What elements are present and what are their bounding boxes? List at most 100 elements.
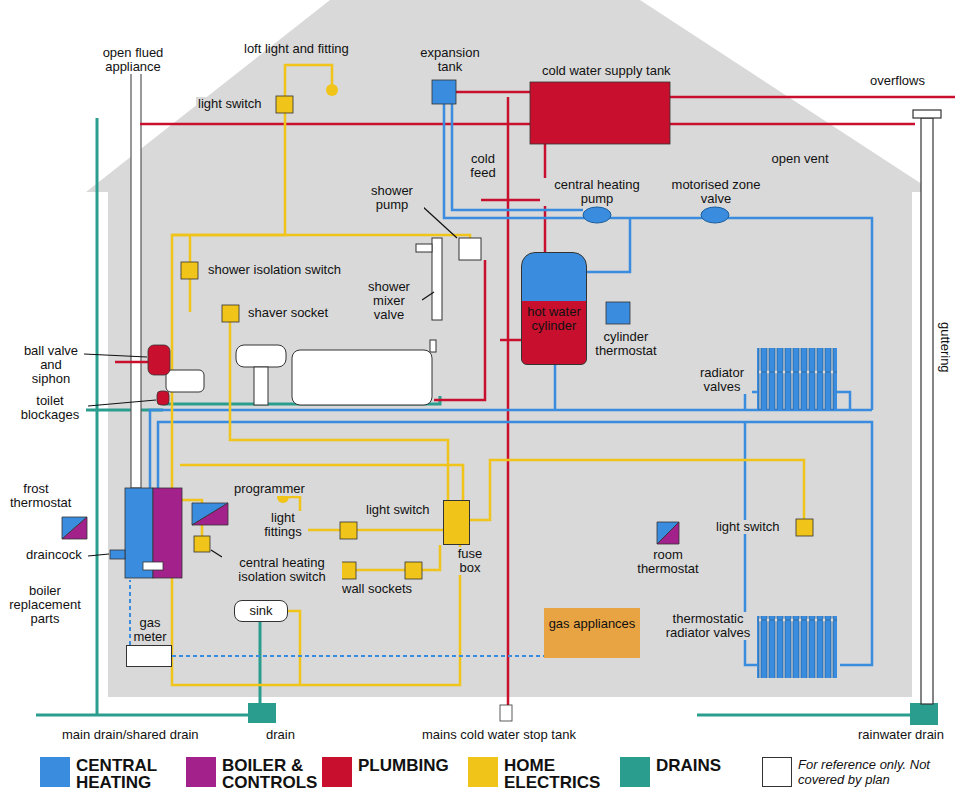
part-label: thermostatic radiator valves (660, 612, 756, 640)
bathroom-fixture (254, 367, 268, 405)
leader-line (422, 206, 457, 238)
plumbing-pipe (115, 92, 955, 705)
part-label: shower pump (360, 184, 424, 212)
plumbing-pipe (115, 361, 148, 364)
drain-box (910, 703, 938, 725)
control-unit (192, 503, 228, 525)
electric-wire (180, 465, 463, 500)
legend-text: For reference only. Not covered by plan (798, 757, 954, 787)
boiler (110, 550, 125, 559)
electric-switch (181, 262, 198, 279)
bathroom-fixture (236, 345, 286, 367)
part-label: draincock (24, 548, 84, 562)
leader-line (211, 550, 222, 557)
node-label: sink (235, 604, 287, 618)
electric-switch (222, 305, 239, 322)
part-label: light fittings (258, 511, 308, 539)
bathroom-fixture (432, 238, 442, 320)
toilet-valve (157, 391, 169, 405)
legend-swatch (620, 757, 650, 787)
control-unit (606, 302, 630, 324)
node-label: hot water cylinder (522, 305, 586, 333)
legend-swatch (186, 757, 216, 787)
node-label: gas appliances (544, 617, 640, 631)
legend-item: CENTRAL HEATING (40, 757, 174, 791)
electric-wire (189, 235, 192, 262)
part-label: expansion tank (412, 46, 488, 74)
leader-line (84, 206, 457, 557)
drain-box (248, 703, 276, 723)
plumbing-pipe (456, 91, 530, 94)
electric-wire (356, 569, 405, 572)
part-label: mains cold water stop tank (420, 728, 578, 742)
tank (432, 80, 670, 721)
control-unit (62, 517, 87, 539)
legend-text: CENTRAL HEATING (76, 757, 174, 791)
part-label: toilet blockages (14, 394, 86, 422)
drain-pipe (36, 118, 930, 715)
control-unit (192, 503, 228, 525)
legend-swatch (468, 757, 498, 787)
hot-water-cylinder: hot water cylinder (521, 252, 587, 365)
tank (500, 705, 512, 721)
drain-box (248, 703, 938, 725)
electric-switch (796, 519, 813, 536)
part-label: guttering (938, 320, 952, 375)
part-label: drain (264, 728, 297, 742)
node-label: fuse box (452, 547, 488, 575)
legend-swatch (762, 757, 792, 787)
drain-pipe (36, 714, 262, 717)
drain-pipe (259, 622, 262, 703)
gutter-downpipe (921, 118, 933, 704)
part-label: loft light and fitting (242, 42, 351, 56)
electric-wire (172, 235, 470, 238)
leader-line (88, 554, 109, 556)
part-label: light switch (196, 97, 264, 111)
toilet-valve (148, 345, 170, 405)
radiator (757, 616, 837, 678)
house-ground (86, 0, 934, 697)
fuse-box: fuse box (443, 500, 470, 545)
part-label: cold feed (461, 152, 505, 180)
gas-appliances-box: gas appliances (544, 608, 640, 658)
legend-item: PLUMBING (322, 757, 468, 787)
electric-switch (276, 96, 293, 113)
gas-supply-line (129, 580, 131, 645)
bathroom-fixture (459, 238, 481, 260)
part-label: central heating pump (540, 178, 654, 206)
legend-item: For reference only. Not covered by plan (762, 757, 954, 787)
legend-text: DRAINS (656, 757, 756, 774)
electric-wire (230, 322, 448, 500)
leader-line (88, 400, 156, 406)
control-unit (657, 522, 679, 544)
boiler (110, 488, 182, 578)
part-label: ball valve and siphon (18, 344, 84, 386)
plumbing-pipe (670, 96, 955, 99)
legend-item: DRAINS (620, 757, 756, 787)
heating-pipe (150, 104, 872, 665)
flue-pipe (131, 68, 141, 488)
plumbing-pipe (481, 199, 545, 202)
electric-wire (172, 113, 460, 685)
radiator (757, 348, 837, 678)
electric-switch (181, 96, 813, 579)
sink-box: sink (234, 600, 288, 622)
drain-pipe (96, 118, 99, 715)
plumbing-pipe (500, 339, 523, 342)
heating-pump (701, 207, 729, 223)
gas-supply-line (172, 655, 544, 657)
electric-switch (194, 536, 210, 552)
part-label: room thermostat (622, 548, 714, 576)
electric-switch (405, 562, 422, 579)
bathroom-fixture (416, 244, 432, 252)
legend-text: HOME ELECTRICS (504, 757, 614, 791)
bathroom-fixture (292, 350, 432, 405)
plumbing-pipe (140, 123, 915, 126)
bathroom-fixture (166, 370, 204, 392)
electric-wire (172, 65, 804, 685)
radiator (757, 348, 837, 410)
toilet-valve (148, 345, 170, 375)
part-label: shower mixer valve (356, 280, 422, 322)
